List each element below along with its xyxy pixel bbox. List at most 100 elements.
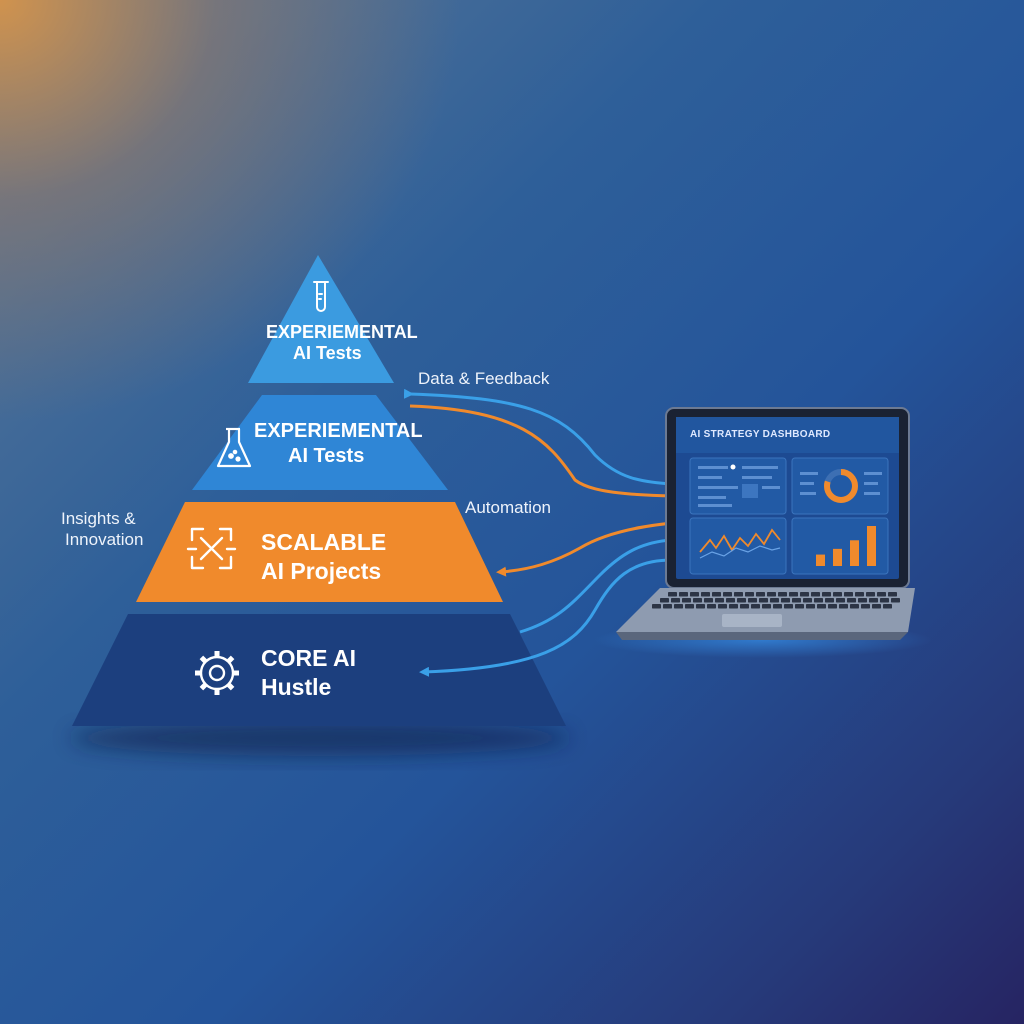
keyboard-key (668, 592, 677, 597)
laptop-base-edge (616, 632, 908, 640)
laptop (616, 407, 915, 640)
keyboard-key (759, 598, 768, 603)
tier-base-line1: CORE AI (261, 645, 356, 671)
data-feedback-arrow (403, 388, 676, 489)
keyboard-key (861, 604, 870, 609)
keyboard-key (726, 598, 735, 603)
keyboard-key (652, 604, 661, 609)
keyboard-key (883, 604, 892, 609)
insights-line2: Innovation (65, 530, 144, 550)
dashboard-panel-donut (791, 457, 889, 515)
pyramid-shadow (70, 720, 570, 756)
keyboard-key (685, 604, 694, 609)
dashboard-header (676, 417, 899, 453)
arrows-expand-icon (186, 527, 237, 570)
keyboard-key (704, 598, 713, 603)
keyboard-key (693, 598, 702, 603)
keyboard-key (891, 598, 900, 603)
keyboard-key (723, 592, 732, 597)
keyboard-key (839, 604, 848, 609)
keyboard-key (855, 592, 864, 597)
keyboard-key (866, 592, 875, 597)
keyboard-key (795, 604, 804, 609)
dashboard-line-series-secondary (699, 545, 781, 559)
automation-label: Automation (465, 498, 551, 517)
keyboard-key (707, 604, 716, 609)
keyboard-key (888, 592, 897, 597)
tier-middle-label: SCALABLE AI Projects (261, 529, 386, 585)
keyboard-key (740, 604, 749, 609)
keyboard-key (778, 592, 787, 597)
keyboard-key (858, 598, 867, 603)
keyboard-key (828, 604, 837, 609)
keyboard-key (803, 598, 812, 603)
orange-flow-arrow-upper (409, 404, 744, 502)
dashboard-bar (850, 540, 859, 566)
tier-upper-line1: EXPERIEMENTAL (254, 420, 423, 442)
pyramid-tier-middle (136, 502, 503, 602)
gear-icon (195, 651, 239, 695)
tier-middle-line2: AI Projects (261, 558, 382, 585)
keyboard-key (671, 598, 680, 603)
tier-middle-line1: SCALABLE (261, 529, 387, 555)
keyboard-key (773, 604, 782, 609)
keyboard-key (674, 604, 683, 609)
tier-top-line2: AI Tests (293, 342, 362, 363)
pyramid-tier-top (248, 255, 394, 383)
keyboard-key (737, 598, 746, 603)
keyboard-key (792, 598, 801, 603)
flask-icon (216, 427, 252, 468)
dashboard-bar (867, 526, 876, 566)
keyboard-key (767, 592, 776, 597)
keyboard-key (811, 592, 820, 597)
keyboard-key (729, 604, 738, 609)
keyboard-key (682, 598, 691, 603)
keyboard-key (781, 598, 790, 603)
keyboard-key (660, 598, 669, 603)
keyboard-key (770, 598, 779, 603)
dashboard-line-series (699, 528, 781, 553)
keyboard-key (734, 592, 743, 597)
pyramid-tier-upper (192, 395, 448, 490)
keyboard-key (850, 604, 859, 609)
dashboard-title: AI STRATEGY DASHBOARD (690, 429, 831, 440)
keyboard-key (817, 604, 826, 609)
laptop-trackpad (722, 614, 782, 627)
donut-legend (800, 472, 882, 495)
blue-flow-arrow-lower (419, 554, 679, 677)
keyboard-key (847, 598, 856, 603)
insights-line1: Insights & (61, 509, 136, 528)
keyboard-key (712, 592, 721, 597)
keyboard-key (806, 604, 815, 609)
keyboard-key (690, 592, 699, 597)
keyboard-key (696, 604, 705, 609)
laptop-keyboard (652, 592, 900, 609)
tier-top-label: EXPERIEMENTAL AI Tests (266, 322, 418, 363)
keyboard-key (844, 592, 853, 597)
keyboard-key (718, 604, 727, 609)
test-tube-icon (313, 281, 329, 312)
insights-innovation-label: Insights & Innovation (61, 508, 143, 551)
keyboard-key (745, 592, 754, 597)
dashboard-panel-line (689, 517, 787, 575)
keyboard-key (762, 604, 771, 609)
keyboard-key (784, 604, 793, 609)
keyboard-key (833, 592, 842, 597)
keyboard-key (715, 598, 724, 603)
keyboard-key (748, 598, 757, 603)
tier-base-label: CORE AI Hustle (261, 645, 356, 701)
keyboard-key (836, 598, 845, 603)
tier-base-line2: Hustle (261, 674, 332, 701)
keyboard-key (800, 592, 809, 597)
keyboard-key (825, 598, 834, 603)
keyboard-key (814, 598, 823, 603)
dashboard-bar (833, 548, 842, 566)
keyboard-key (869, 598, 878, 603)
keyboard-key (663, 604, 672, 609)
donut-value-arc (824, 469, 858, 503)
dashboard-bar-chart (816, 526, 876, 566)
keyboard-key (872, 604, 881, 609)
data-feedback-label: Data & Feedback (418, 369, 550, 388)
keyboard-key (789, 592, 798, 597)
keyboard-key (880, 598, 889, 603)
